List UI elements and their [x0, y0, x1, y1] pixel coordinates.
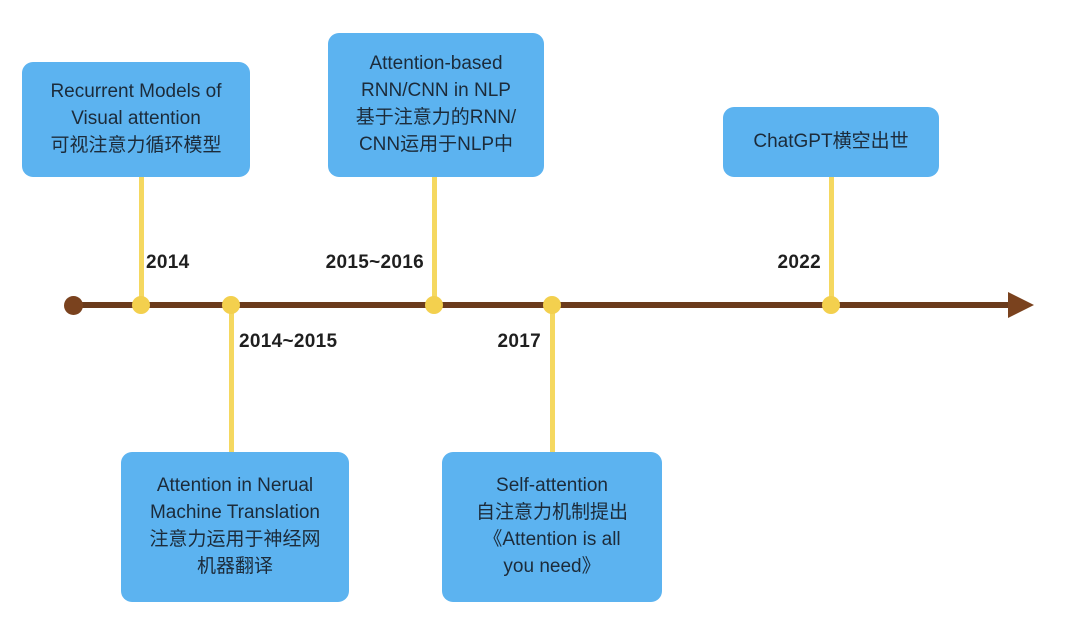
event-line: 可视注意力循环模型 [50, 134, 222, 156]
event-box-2014-2015[interactable]: Attention in Nerual Machine Translation … [121, 452, 349, 602]
event-box-2014[interactable]: Recurrent Models of Visual attention 可视注… [22, 62, 250, 177]
event-line: Machine Translation [149, 502, 321, 524]
year-label-2014: 2014 [146, 252, 190, 273]
timeline-axis-line [72, 302, 1012, 308]
connector-2015-2016 [431, 176, 437, 304]
event-box-2015-2016[interactable]: Attention-based RNN/CNN in NLP 基于注意力的RNN… [328, 33, 544, 177]
node-dot-2014 [132, 296, 150, 314]
event-line: 自注意力机制提出 [475, 502, 628, 524]
timeline-arrow-head [1008, 292, 1034, 318]
event-line: Attention-based [369, 53, 503, 75]
year-label-2014-2015: 2014~2015 [239, 331, 338, 352]
event-line: CNN运用于NLP中 [358, 133, 514, 155]
timeline-start-dot [64, 296, 83, 315]
year-label-2022: 2022 [777, 252, 821, 273]
event-line: 基于注意力的RNN/ [355, 107, 517, 128]
connector-2022 [828, 177, 834, 304]
event-line: 机器翻译 [196, 555, 273, 577]
connector-2014 [138, 176, 144, 304]
event-line: Recurrent Models of [50, 81, 222, 103]
event-box-2022[interactable]: ChatGPT横空出世 [723, 107, 939, 177]
connector-2017 [549, 305, 555, 453]
event-line: you need》 [503, 555, 601, 577]
event-line: Self-attention [496, 475, 608, 497]
year-label-2017: 2017 [497, 331, 541, 352]
event-box-2017[interactable]: Self-attention 自注意力机制提出 《Attention is al… [442, 452, 662, 602]
event-line: RNN/CNN in NLP [361, 80, 511, 102]
event-line: 《Attention is all [483, 529, 621, 550]
node-dot-2015-2016 [425, 296, 443, 314]
event-line: 注意力运用于神经网 [149, 529, 321, 550]
event-line: Attention in Nerual [156, 475, 314, 497]
event-line: ChatGPT横空出世 [753, 130, 909, 152]
node-dot-2014-2015 [222, 296, 240, 314]
node-dot-2022 [822, 296, 840, 314]
node-dot-2017 [543, 296, 561, 314]
connector-2014-2015 [228, 305, 234, 453]
event-line: Visual attention [71, 108, 201, 130]
year-label-2015-2016: 2015~2016 [325, 252, 424, 273]
